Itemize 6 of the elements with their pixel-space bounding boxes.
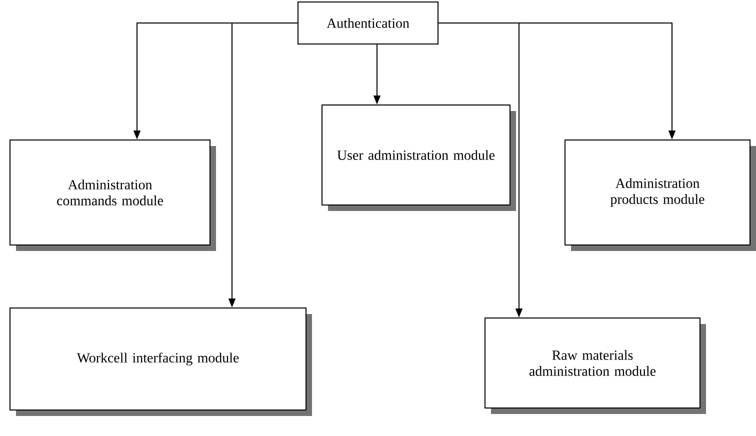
module-box: Administration products module [564,140,756,251]
module-box: Administration commands module [10,140,216,251]
module-box: User administration module [322,104,516,211]
module-box: Raw materials administration module [484,318,706,414]
title-box: Authentication [298,2,438,44]
module-box: Workcell interfacing module [10,308,312,416]
